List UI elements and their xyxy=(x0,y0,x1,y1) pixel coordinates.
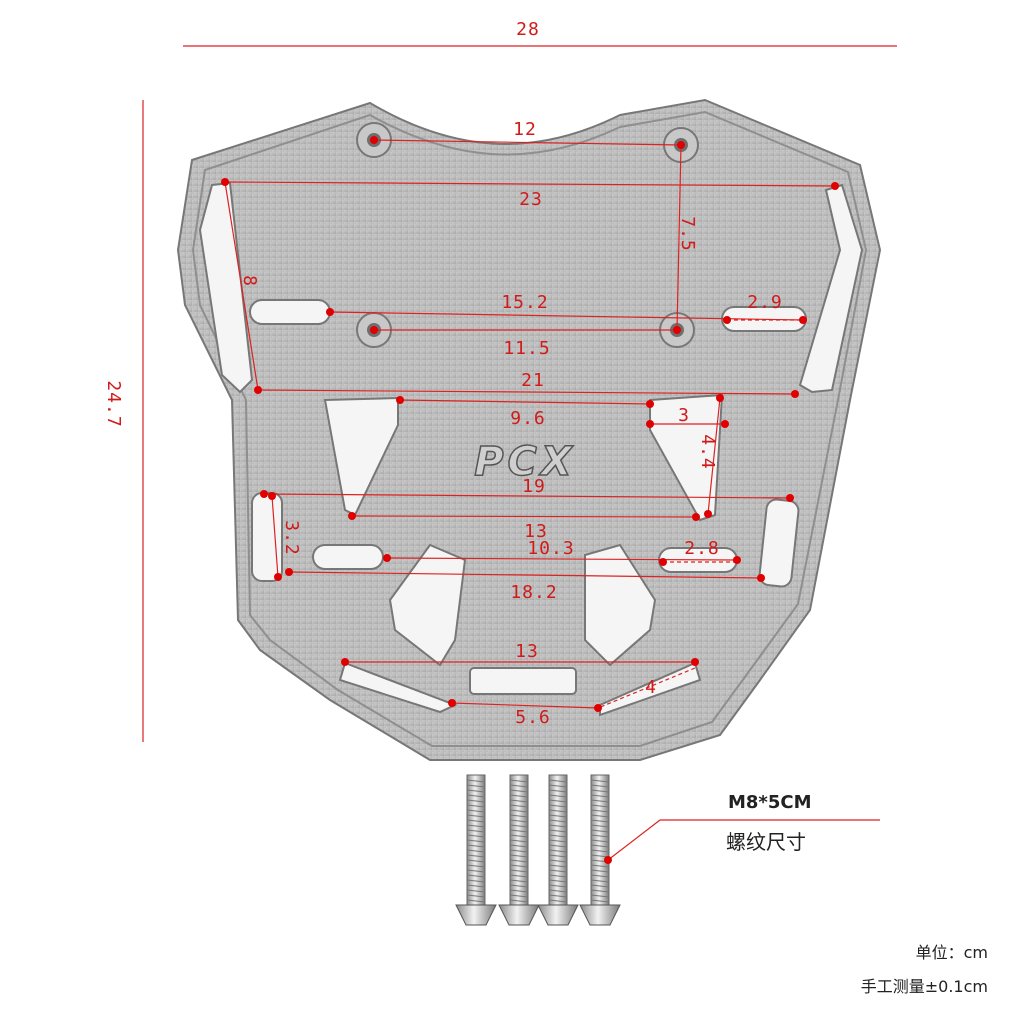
slot-side-right-lower xyxy=(758,498,800,588)
dim-slot-span: 15.2 xyxy=(501,292,548,313)
dim-bottom-slot-length: 4 xyxy=(645,677,657,698)
side-slot-left xyxy=(198,181,254,394)
pcx-logo: PCX xyxy=(474,439,576,485)
bottom-slot-left xyxy=(338,661,458,714)
dim-side-slot-height: 8 xyxy=(239,275,260,287)
dim-bottom-slot-span: 13 xyxy=(515,641,539,662)
screws xyxy=(455,774,621,926)
slot-left-upper xyxy=(249,299,331,325)
dim-mid-hole-span: 11.5 xyxy=(503,338,550,359)
dim-mid-width: 21 xyxy=(521,370,545,391)
dim-lower-slot-length: 2.8 xyxy=(684,538,720,559)
dim-cutout-detail-width: 3 xyxy=(678,405,690,426)
dim-bottom-width: 18.2 xyxy=(510,582,557,603)
dim-cutout-detail-height: 4.4 xyxy=(697,434,718,470)
dim-top-hole-span: 12 xyxy=(513,119,537,140)
overall-width-label: 28 xyxy=(516,19,540,40)
unit-note: 单位：cm xyxy=(916,943,988,962)
screw-2 xyxy=(498,774,540,926)
bottom-slot-center xyxy=(469,667,577,695)
cutout-left xyxy=(323,396,399,517)
dim-upper-cutout-width: 9.6 xyxy=(510,408,546,429)
dim-side-slot-length: 3.2 xyxy=(281,520,302,556)
cutout-lower-right xyxy=(584,543,657,667)
screw-4 xyxy=(579,774,621,926)
cutout-lower-left xyxy=(388,543,467,667)
side-slot-right xyxy=(798,183,864,394)
screw-spec: M8*5CM xyxy=(728,792,812,813)
dim-lower-slot-span: 10.3 xyxy=(527,538,574,559)
dim-bottom-inner-span: 5.6 xyxy=(515,707,551,728)
screw-1 xyxy=(455,774,497,926)
dimension-points xyxy=(221,136,839,712)
dim-upper-width: 23 xyxy=(519,189,543,210)
tolerance-note: 手工测量±0.1cm xyxy=(861,977,988,996)
dim-lower-cutout-width: 13 xyxy=(524,521,548,542)
slot-left-lower xyxy=(312,544,384,570)
plate-outline xyxy=(176,98,882,761)
dim-slot-length: 2.9 xyxy=(747,292,783,313)
dim-vertical-hole-span: 7.5 xyxy=(677,216,698,252)
overall-height-label: 24.7 xyxy=(103,380,124,427)
screw-3 xyxy=(537,774,579,926)
screw-caption: 螺纹尺寸 xyxy=(726,830,806,854)
screw-leader-line xyxy=(607,819,880,861)
rack-plate: PCX xyxy=(176,98,882,761)
dimension-lines xyxy=(224,139,836,709)
dim-lower-width: 19 xyxy=(522,476,546,497)
